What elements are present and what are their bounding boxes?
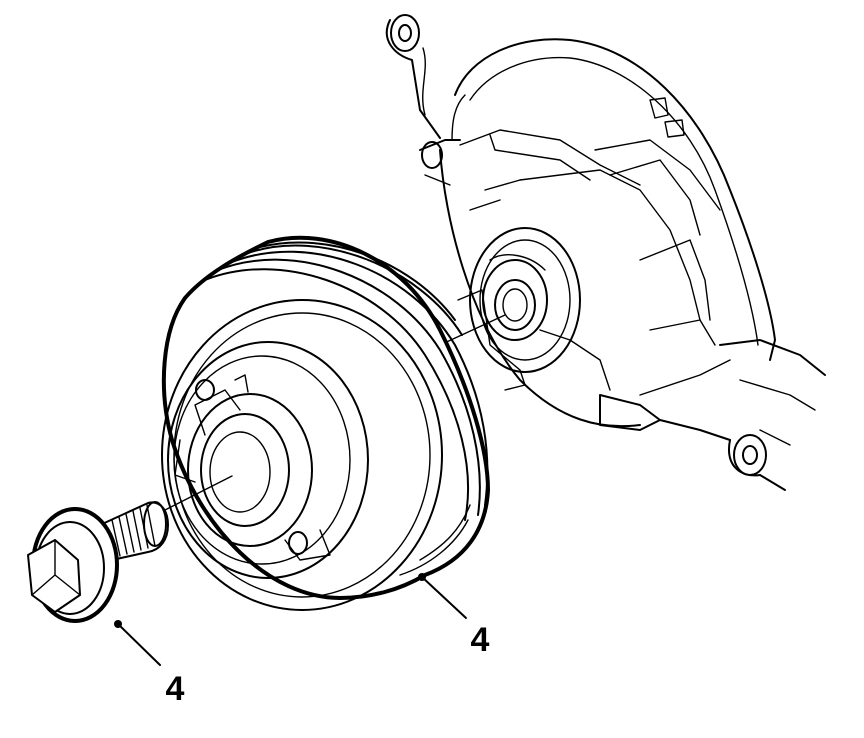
callout-pulley-dot — [418, 573, 426, 581]
hub-locating-hole-bottom — [288, 531, 308, 555]
crankshaft-pulley — [161, 235, 490, 611]
callout-bolt-label: 4 — [166, 670, 185, 708]
pulley-hub — [187, 393, 313, 547]
axis-line-front — [164, 475, 233, 511]
pulley-front-face — [161, 299, 443, 611]
engine-housing — [385, 14, 826, 491]
callout-pulley-leader — [421, 576, 467, 619]
callout-bolt-dot — [114, 620, 122, 628]
crankshaft-nose — [494, 279, 536, 331]
bearing-bore — [469, 227, 581, 373]
pulley-center-bolt — [27, 501, 169, 623]
bottom-mounting-lug — [733, 434, 767, 476]
top-mounting-lug — [390, 14, 420, 52]
callout-pulley: 4 — [418, 573, 490, 659]
callout-bolt-leader — [117, 623, 161, 666]
hub-locating-hole-top — [195, 379, 215, 401]
cover-outer-outline — [454, 38, 776, 361]
callout-pulley-label: 4 — [471, 621, 490, 659]
callout-bolt: 4 — [114, 620, 185, 708]
